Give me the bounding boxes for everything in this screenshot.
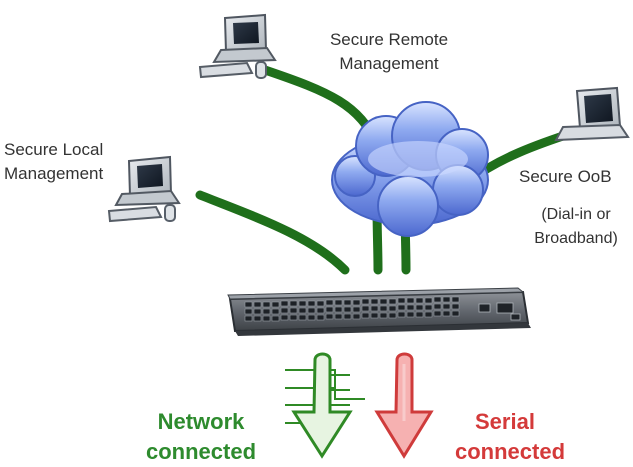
remote-management-label-line-1: Secure Remote — [329, 30, 449, 49]
cable-local — [195, 190, 350, 275]
laptop-icon — [554, 86, 630, 142]
serial-connected-label-line-2: connected — [455, 439, 566, 464]
cloud-icon — [331, 101, 489, 237]
local-management-label: Secure Local Management — [4, 138, 142, 186]
remote-management-label-line-2: Management — [339, 54, 439, 73]
local-computer-icon — [107, 155, 181, 223]
network-connected-label-line-1: Network — [157, 409, 245, 434]
local-management-label-line-2: Management — [4, 164, 104, 183]
remote-management-label: Secure Remote Management — [317, 28, 461, 76]
remote-computer-icon — [198, 13, 277, 79]
network-switch-icon — [227, 287, 531, 336]
serial-connected-label-line-1: Serial — [475, 409, 535, 434]
network-arrow-icon — [285, 352, 365, 459]
secure-oob-label: Secure OoB — [519, 165, 631, 189]
local-management-label-line-1: Secure Local — [4, 140, 104, 159]
serial-connected-label: Serial connected — [455, 407, 605, 467]
oob-detail-label-line-2: Broadband) — [534, 230, 618, 247]
network-connected-label: Network connected — [131, 407, 271, 467]
oob-detail-label-line-1: (Dial-in or — [541, 206, 611, 223]
secure-oob-label-line-1: Secure OoB — [519, 167, 612, 186]
switch-ports — [244, 296, 460, 322]
serial-arrow-icon — [374, 352, 434, 459]
oob-detail-label: (Dial-in or Broadband) — [521, 203, 631, 251]
network-connected-label-line-2: connected — [145, 439, 257, 464]
